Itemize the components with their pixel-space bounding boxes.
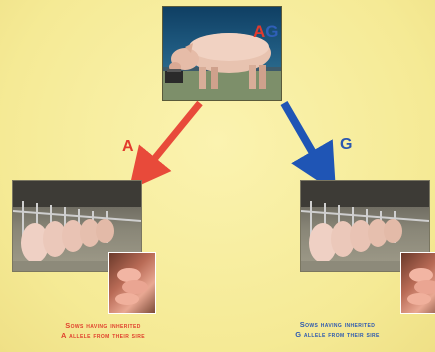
caption-a-line-1: Sows having inherited: [18, 321, 188, 331]
caption-g-line-1: Sows having inherited: [250, 320, 425, 330]
arrow-allele-a: [142, 103, 200, 174]
piglets-a-inset-photo: [108, 252, 156, 314]
caption-a-line-2: A allele from their sire: [18, 331, 188, 341]
arrow-allele-g: [284, 103, 324, 172]
arrow-label-g: G: [340, 136, 352, 154]
piglets-g-inset-photo: [400, 252, 435, 314]
caption-g-line-2: G allele from their sire: [250, 330, 425, 340]
caption-sows-allele-g: Sows having inherited G allele from thei…: [250, 320, 425, 340]
arrow-label-a: A: [122, 138, 134, 156]
caption-sows-allele-a: Sows having inherited A allele from thei…: [18, 321, 188, 341]
